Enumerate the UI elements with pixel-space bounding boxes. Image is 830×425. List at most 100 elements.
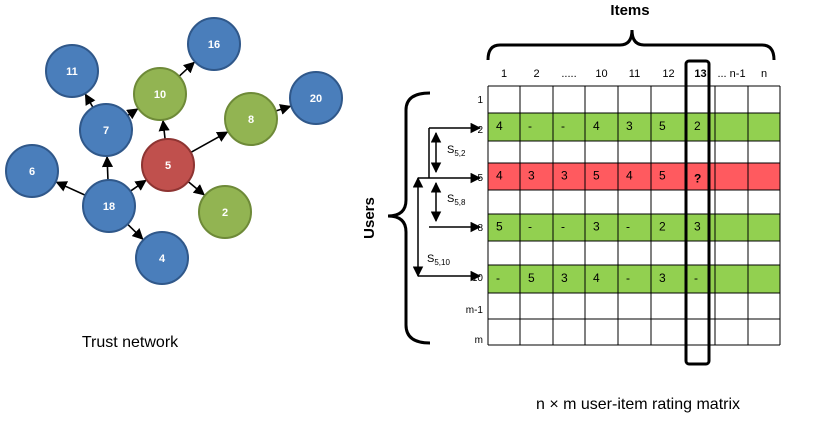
rating-cell: 3: [561, 169, 568, 183]
matrix-caption: n × m user-item rating matrix: [536, 396, 740, 413]
node-label-5: 5: [165, 160, 171, 172]
node-8: 8: [224, 92, 278, 146]
trust-network-caption: Trust network: [82, 334, 179, 351]
column-label-2: 2: [533, 68, 539, 80]
rating-cell: 5: [496, 220, 503, 234]
matrix-row-10-background: [488, 319, 780, 345]
matrix-row-3-background: [488, 141, 780, 163]
node-18: 18: [82, 179, 136, 233]
users-label: Users: [361, 197, 378, 239]
node-circle-16: [187, 17, 241, 71]
node-label-8: 8: [248, 114, 254, 126]
row-label-6: 8: [477, 223, 483, 234]
node-circle-6: [5, 144, 59, 198]
column-label-8: ... n-1: [717, 68, 745, 80]
row-label-8: 10: [472, 273, 484, 284]
edge-5-to-2: [187, 180, 206, 196]
edge-5-to-10: [158, 119, 170, 140]
column-label-1: 1: [501, 68, 507, 80]
rating-cell: 3: [593, 220, 600, 234]
node-16: 16: [187, 17, 241, 71]
matrix-grid: [487, 85, 781, 346]
node-label-7: 7: [103, 125, 109, 137]
matrix-row-7-background: [488, 241, 780, 265]
row-label-9: m-1: [466, 305, 484, 316]
node-label-6: 6: [29, 166, 35, 178]
node-label-2: 2: [222, 207, 228, 219]
column-label-4: 10: [595, 68, 607, 80]
edge-5-to-8: [190, 131, 229, 154]
edge-18-to-6: [55, 181, 86, 196]
users-brace: [387, 91, 431, 345]
rating-cell: -: [561, 220, 565, 234]
matrix-row-backgrounds: [488, 86, 780, 345]
rating-cell: -: [528, 220, 532, 234]
rating-cell: -: [561, 119, 565, 133]
items-brace: [486, 29, 776, 61]
node-label-16: 16: [208, 39, 220, 51]
rating-cell: 3: [626, 119, 633, 133]
rating-cell: 5: [659, 119, 666, 133]
column-label-3: .....: [561, 68, 576, 80]
network-edges: [55, 61, 292, 240]
matrix-row-1-background: [488, 86, 780, 113]
similarity-label-5-10: S5,10: [427, 253, 450, 267]
node-circle-18: [82, 179, 136, 233]
edge-7-to-11: [84, 93, 96, 108]
node-11: 11: [45, 44, 99, 98]
column-label-5: 11: [629, 68, 640, 80]
unknown-rating-cell: ?: [694, 172, 701, 186]
row-label-10: m: [475, 335, 483, 346]
node-label-20: 20: [310, 93, 322, 105]
matrix-row-2-background: [488, 113, 780, 141]
rating-cell: 2: [694, 119, 701, 133]
matrix-row-4-background: [488, 163, 780, 190]
rating-cell: 3: [528, 169, 535, 183]
node-10: 10: [133, 67, 187, 121]
node-circle-5: [141, 138, 195, 192]
matrix-row-6-background: [488, 214, 780, 241]
node-4: 4: [135, 231, 189, 285]
rating-cell: 5: [593, 169, 600, 183]
rating-cell: -: [496, 271, 500, 285]
rating-cell: -: [694, 271, 698, 285]
rating-cell: 4: [593, 119, 600, 133]
edge-18-to-4: [126, 223, 144, 240]
rating-cell: 4: [496, 169, 503, 183]
node-2: 2: [198, 185, 252, 239]
rating-cell: 3: [561, 271, 568, 285]
row-label-1: 1: [477, 95, 483, 106]
edge-18-to-5: [129, 179, 147, 192]
edge-10-to-16: [178, 61, 196, 77]
node-20: 20: [289, 71, 343, 125]
node-label-4: 4: [159, 253, 166, 265]
row-label-2: 2: [477, 125, 483, 136]
node-7: 7: [79, 103, 133, 157]
rating-cell: -: [626, 220, 630, 234]
node-circle-10: [133, 67, 187, 121]
rating-cell: 3: [659, 271, 666, 285]
edge-18-to-7: [101, 155, 114, 181]
similarity-label-5-2: S5,2: [447, 144, 466, 158]
node-circle-2: [198, 185, 252, 239]
node-5: 5: [141, 138, 195, 192]
similarity-arrows: [412, 122, 482, 282]
rating-cell: 4: [626, 169, 633, 183]
node-circle-8: [224, 92, 278, 146]
node-label-11: 11: [66, 66, 78, 78]
matrix-row-8-background: [488, 265, 780, 293]
highlight-column-box: [684, 59, 711, 366]
similarity-label-5-8: S5,8: [447, 193, 466, 207]
matrix-row-9-background: [488, 293, 780, 319]
node-circle-11: [45, 44, 99, 98]
rating-cell: 5: [659, 169, 666, 183]
items-label: Items: [610, 2, 649, 19]
node-label-18: 18: [103, 201, 115, 213]
network-nodes: 11 16 10 20 8 7 5 6 18 2 4: [5, 17, 343, 285]
rating-cell: 5: [528, 271, 535, 285]
node-circle-4: [135, 231, 189, 285]
